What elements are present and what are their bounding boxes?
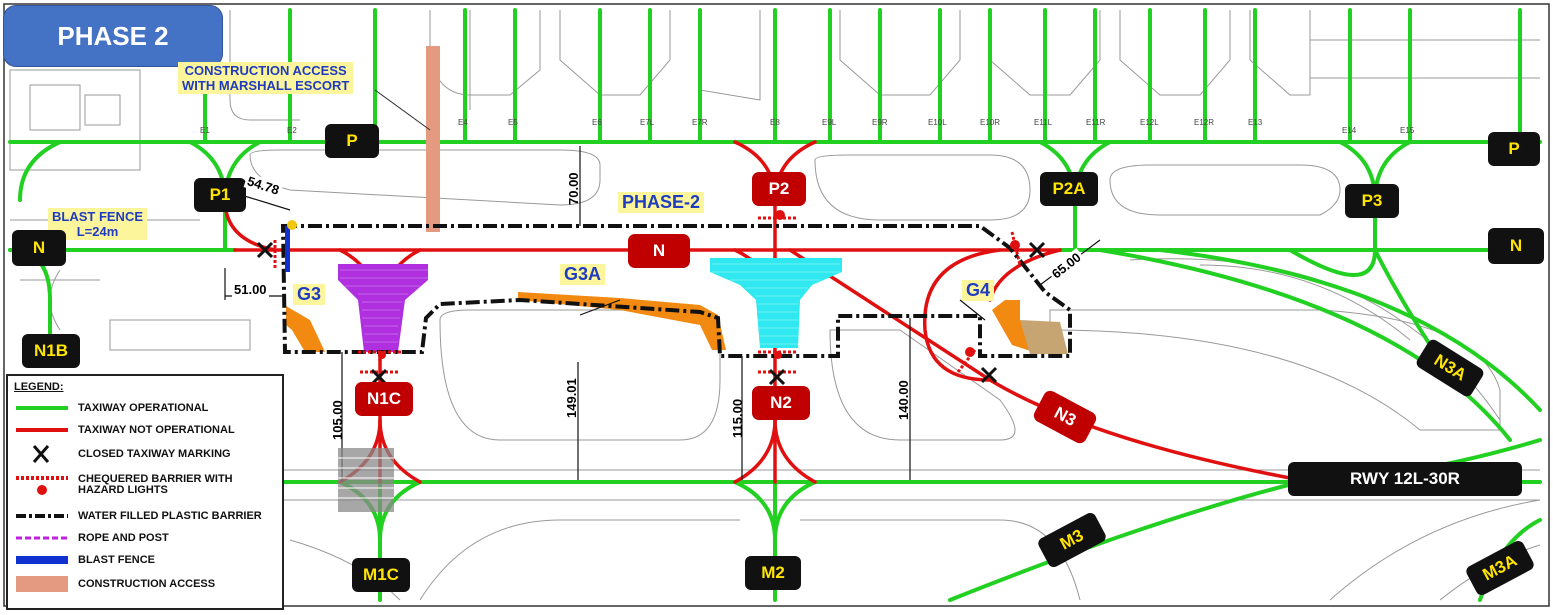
construction-access-note: CONSTRUCTION ACCESS WITH MARSHALL ESCORT	[178, 62, 354, 94]
gate-label: E10L	[928, 118, 947, 127]
gate-label: E9R	[872, 118, 888, 127]
dimension-lines	[224, 146, 1101, 482]
legend-label: ROPE AND POST	[78, 531, 169, 544]
stand-label-g3: G3	[293, 284, 326, 305]
legend-water-barrier-icon	[14, 506, 70, 526]
construction-leader-line	[374, 89, 431, 131]
legend-red-line-icon	[14, 420, 70, 440]
gate-label: E7R	[692, 118, 708, 127]
hazard-lights	[378, 210, 1020, 359]
stand-label-g3a: G3A	[560, 264, 606, 285]
gate-label: E15	[1400, 126, 1415, 135]
legend-green-line-icon	[14, 398, 70, 418]
legend-x-icon	[14, 444, 70, 464]
dimension-51: 51.00	[232, 282, 269, 297]
legend-row-rope-post: ROPE AND POST	[14, 528, 276, 548]
gate-label: E2	[287, 126, 297, 135]
gate-label: E12L	[1140, 118, 1159, 127]
legend-title: LEGEND:	[14, 381, 64, 393]
dimension-70: 70.00	[566, 172, 581, 205]
gate-label: E12R	[1194, 118, 1215, 127]
gate-label: E10R	[980, 118, 1001, 127]
gate-label: E14	[1342, 126, 1357, 135]
legend-chequered-barrier-icon	[14, 472, 70, 498]
legend-label: CLOSED TAXIWAY MARKING	[78, 447, 231, 460]
phase-area-label: PHASE-2	[618, 192, 705, 213]
phase-title: PHASE 2	[4, 6, 222, 66]
legend-label: BLAST FENCE	[78, 553, 155, 566]
n2-stand-hatch	[712, 263, 840, 345]
n2-stand-area	[710, 258, 842, 348]
legend-row-operational: TAXIWAY OPERATIONAL	[14, 398, 276, 418]
legend-row-construction-access: CONSTRUCTION ACCESS	[14, 574, 276, 594]
g3-stand-hatch	[340, 269, 428, 343]
taxiway-label-p3: P3	[1345, 184, 1399, 218]
gate-label: E1	[200, 126, 210, 135]
water-filled-barriers	[280, 224, 1072, 358]
closed-label-p2: P2	[752, 172, 806, 206]
gate-label: E9L	[822, 118, 837, 127]
runway-crossing-hatch	[338, 448, 394, 512]
legend-construction-icon	[14, 574, 70, 594]
legend-label: WATER FILLED PLASTIC BARRIER	[78, 509, 262, 522]
g4-apron-hatched	[1020, 320, 1068, 354]
gate-label: E13	[1248, 118, 1263, 127]
closed-x-markings	[256, 241, 1046, 386]
g3-apron	[286, 306, 325, 352]
legend-rope-icon	[14, 528, 70, 548]
legend-row-closed-marking: CLOSED TAXIWAY MARKING	[14, 444, 276, 464]
legend-panel: LEGEND: TAXIWAY OPERATIONAL TAXIWAY NOT …	[6, 374, 284, 610]
gate-label: E5	[508, 118, 518, 127]
runway-crossing-lines	[338, 457, 394, 499]
construction-note-line-1: CONSTRUCTION ACCESS	[184, 63, 347, 78]
dimension-115: 115.00	[730, 398, 745, 438]
blast-fence-note-line-1: BLAST FENCE	[52, 209, 143, 224]
construction-note-line-2: WITH MARSHALL ESCORT	[182, 78, 350, 93]
legend-row-water-barrier: WATER FILLED PLASTIC BARRIER	[14, 506, 276, 526]
g3a-apron	[518, 292, 726, 350]
taxiway-label-m2: M2	[745, 556, 801, 590]
dimension-149-01: 149.01	[564, 378, 579, 418]
taxiway-label-p-left: P	[325, 124, 379, 158]
taxiway-label-p-right: P	[1488, 132, 1540, 166]
legend-label: TAXIWAY NOT OPERATIONAL	[78, 423, 235, 436]
blast-fence	[285, 226, 290, 272]
gate-label: E11R	[1086, 118, 1106, 127]
runway-label: RWY 12L-30R	[1288, 462, 1522, 496]
stand-label-g4: G4	[962, 280, 995, 301]
taxiway-label-n-left: N	[12, 230, 66, 266]
taxiway-label-n-right: N	[1488, 228, 1544, 264]
legend-label: TAXIWAY OPERATIONAL	[78, 401, 209, 414]
legend-label: CONSTRUCTION ACCESS	[78, 577, 216, 590]
taxiway-label-p2a: P2A	[1040, 172, 1098, 206]
gate-label: E11L	[1034, 118, 1053, 127]
dimension-140: 140.00	[896, 380, 911, 420]
gate-label: E7L	[640, 118, 655, 127]
legend-row-blast-fence: BLAST FENCE	[14, 550, 276, 570]
dimension-105: 105.00	[330, 400, 345, 440]
closed-label-n2: N2	[752, 386, 810, 420]
taxiway-label-p1: P1	[194, 178, 246, 212]
blast-fence-note: BLAST FENCE L=24m	[48, 208, 147, 240]
legend-blast-fence-icon	[14, 550, 70, 570]
taxiway-label-n1b: N1B	[22, 334, 80, 368]
taxiway-label-m1c: M1C	[352, 558, 410, 592]
closed-label-n: N	[628, 234, 690, 268]
blast-fence-note-line-2: L=24m	[76, 224, 119, 239]
blast-fence-marker	[287, 220, 297, 230]
legend-row-not-operational: TAXIWAY NOT OPERATIONAL	[14, 420, 276, 440]
gate-label: E6	[592, 118, 602, 127]
gate-label: E4	[458, 118, 468, 127]
legend-row-chequered-barrier: CHEQUERED BARRIER WITH HAZARD LIGHTS	[14, 472, 276, 498]
closed-label-n1c: N1C	[355, 382, 413, 416]
construction-access-strip	[426, 46, 440, 232]
legend-label: CHEQUERED BARRIER WITH HAZARD LIGHTS	[78, 473, 233, 496]
gate-label: E8	[770, 118, 780, 127]
